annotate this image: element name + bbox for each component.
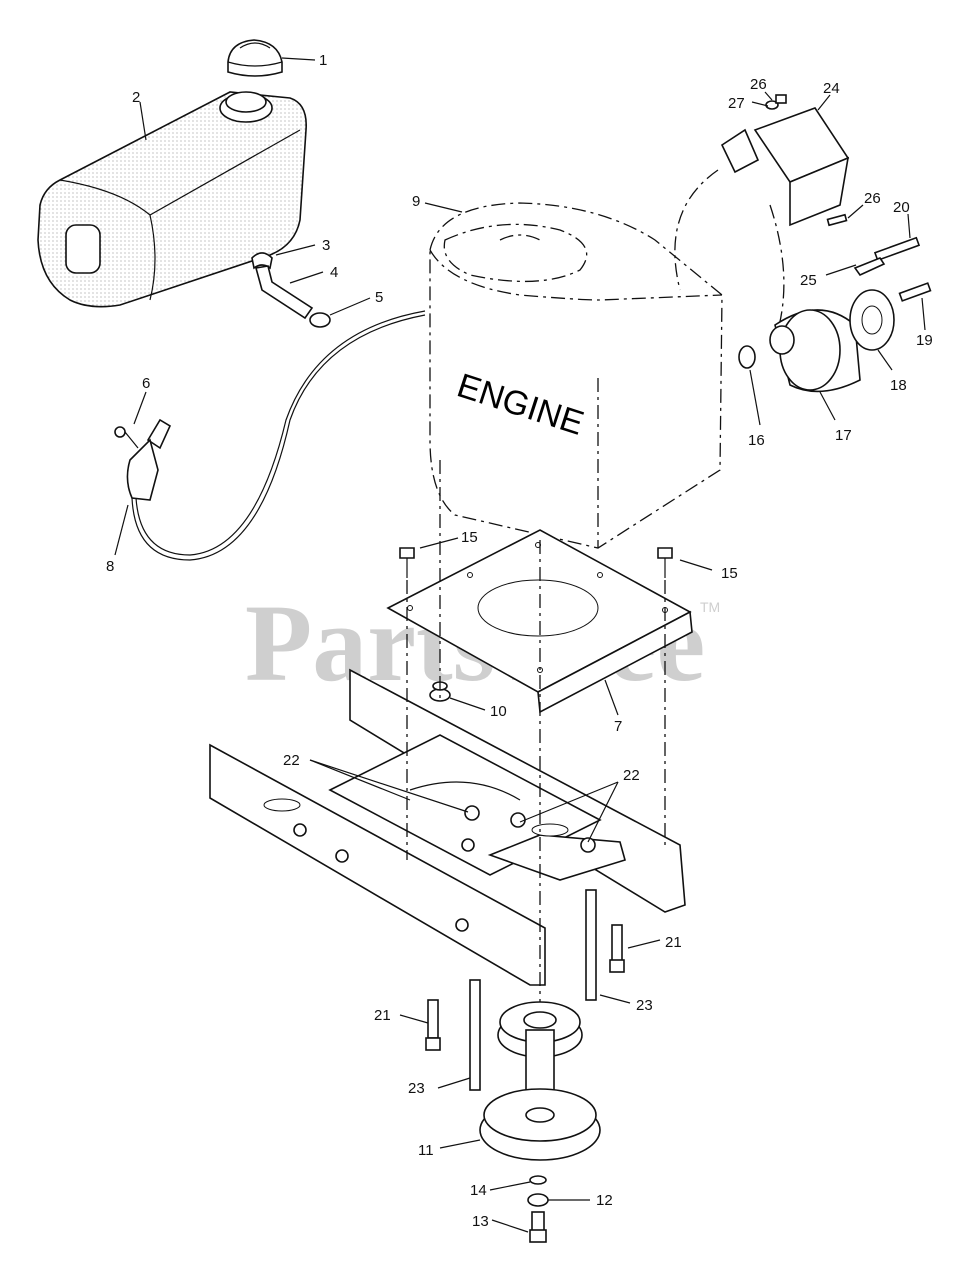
callout-2: 2 (132, 89, 140, 106)
callout-numbers: 1 2 3 4 5 6 7 8 9 10 11 12 13 14 15 15 1… (106, 52, 933, 1230)
callout-26-lower: 26 (864, 190, 881, 207)
callout-23-right: 23 (636, 997, 653, 1014)
callout-12: 12 (596, 1192, 613, 1209)
callout-21-left: 21 (374, 1007, 391, 1024)
callout-22-left: 22 (283, 752, 300, 769)
assembly-guide-lines (406, 169, 785, 1030)
callout-16: 16 (748, 432, 765, 449)
engine: ENGINE (429, 202, 723, 549)
callout-6: 6 (142, 375, 150, 392)
callout-14: 14 (470, 1182, 487, 1199)
pulley-hardware (527, 1175, 549, 1243)
fuel-cap (227, 39, 283, 77)
callout-leaders (114, 57, 926, 1233)
callout-20: 20 (893, 199, 910, 216)
callout-15-right: 15 (721, 565, 738, 582)
callout-15-left: 15 (461, 529, 478, 546)
callout-4: 4 (330, 264, 338, 281)
callout-7: 7 (614, 718, 622, 735)
callout-3: 3 (322, 237, 330, 254)
lower-bolts (425, 889, 625, 1091)
mount-bolts (399, 547, 673, 578)
muffler-guard (720, 94, 850, 227)
callout-19: 19 (916, 332, 933, 349)
callout-26-top: 26 (750, 76, 767, 93)
tractor-frame (209, 668, 686, 986)
engine-pulleys (479, 1001, 601, 1161)
callout-9: 9 (412, 193, 420, 210)
callout-18: 18 (890, 377, 907, 394)
engine-mount-plate (386, 529, 693, 714)
callout-5: 5 (375, 289, 383, 306)
callout-27: 27 (728, 95, 745, 112)
engine-label: ENGINE (453, 366, 589, 442)
callout-22-right: 22 (623, 767, 640, 784)
callout-13: 13 (472, 1213, 489, 1230)
callout-1: 1 (319, 52, 327, 69)
throttle-control (114, 310, 426, 561)
callout-17: 17 (835, 427, 852, 444)
callout-21-right: 21 (665, 934, 682, 951)
fuel-hose-assembly (251, 252, 331, 328)
callout-11: 11 (418, 1142, 434, 1159)
callout-25: 25 (800, 272, 817, 289)
fuel-tank (37, 91, 307, 308)
callout-23-left: 23 (408, 1080, 425, 1097)
callout-24: 24 (823, 80, 840, 97)
muffler-assembly (738, 236, 932, 393)
callout-10: 10 (490, 703, 507, 720)
watermark-trademark: TM (700, 599, 720, 615)
callout-8: 8 (106, 558, 114, 575)
